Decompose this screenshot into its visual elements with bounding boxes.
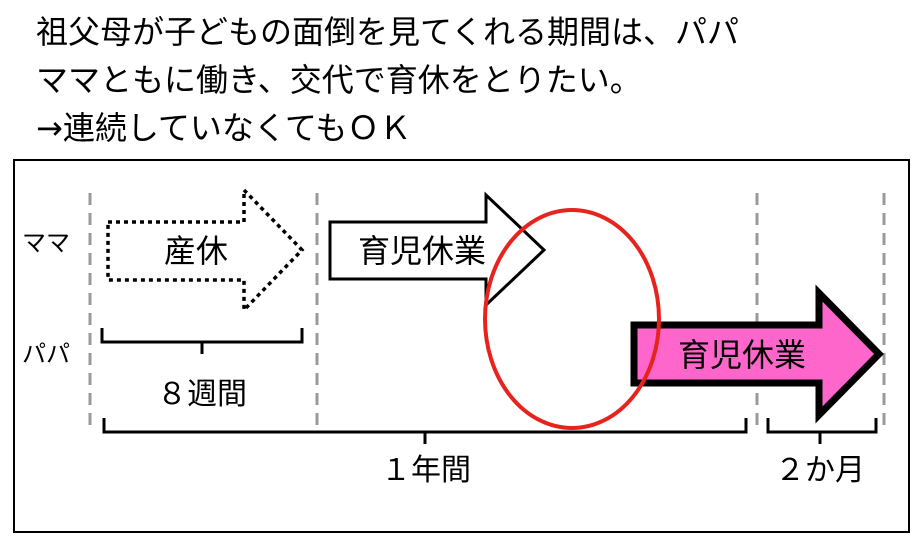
diagram-frame (13, 159, 910, 533)
papa-childcare-leave-label: 育児休業 (678, 336, 806, 374)
bracket-8-weeks (100, 328, 304, 354)
grandparents-care-highlight-circle (483, 208, 661, 430)
span-label-1-year: １年間 (381, 453, 471, 488)
heading-line-3: →連続していなくてもＯＫ (36, 109, 412, 147)
span-label-2-months: ２か月 (775, 453, 865, 488)
maternity-leave-arrow (106, 185, 305, 315)
mama-childcare-leave-label: 育児休業 (358, 232, 486, 270)
row-label-papa: パパ (22, 340, 70, 368)
row-label-mama: ママ (22, 229, 70, 257)
bracket-1-year (102, 418, 748, 444)
maternity-leave-label: 産休 (164, 232, 228, 270)
heading: 祖父母が子どもの面倒を見てくれる期間は、パパ ママともに働き、交代で育休をとりた… (36, 8, 916, 152)
span-label-8-weeks: ８週間 (157, 377, 247, 412)
papa-childcare-leave-arrow (630, 284, 884, 424)
heading-line-2: ママともに働き、交代で育休をとりたい。 (36, 61, 642, 99)
heading-line-1: 祖父母が子どもの面倒を見てくれる期間は、パパ (36, 13, 740, 51)
bracket-2-months (766, 418, 878, 444)
